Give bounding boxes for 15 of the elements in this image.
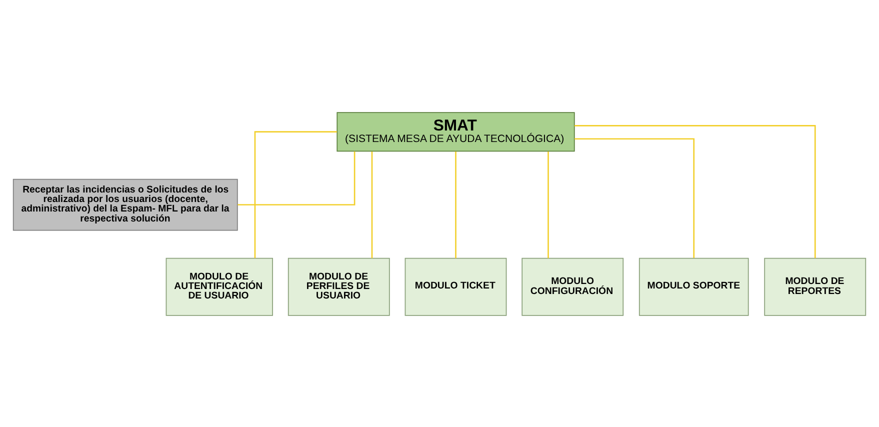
node-box: MODULO DE PERFILES DE USUARIO [288, 257, 390, 316]
node-box: Receptar las incidencias o Solicitudes de los realizada por los usuarios (docente, administrativo) del la Espam- MFL para dar la respectiva solución [12, 178, 238, 230]
connector [548, 150, 549, 258]
node-box: MODULO DE AUTENTIFICACIÓN DE USUARIO [166, 257, 273, 316]
node-box: MODULO TICKET [404, 257, 507, 316]
connector [574, 124, 816, 258]
node-box: MODULO DE REPORTES [764, 257, 866, 316]
connector [254, 130, 337, 258]
connector [371, 150, 373, 258]
connector [455, 150, 456, 258]
connector [574, 138, 695, 258]
node-box: SMAT (SISTEMA MESA DE AYUDA TECNOLÓGICA) [336, 112, 575, 152]
connector [238, 150, 356, 205]
node-box: MODULO CONFIGURACIÓN [522, 257, 624, 316]
node-box: MODULO SOPORTE [638, 257, 749, 316]
